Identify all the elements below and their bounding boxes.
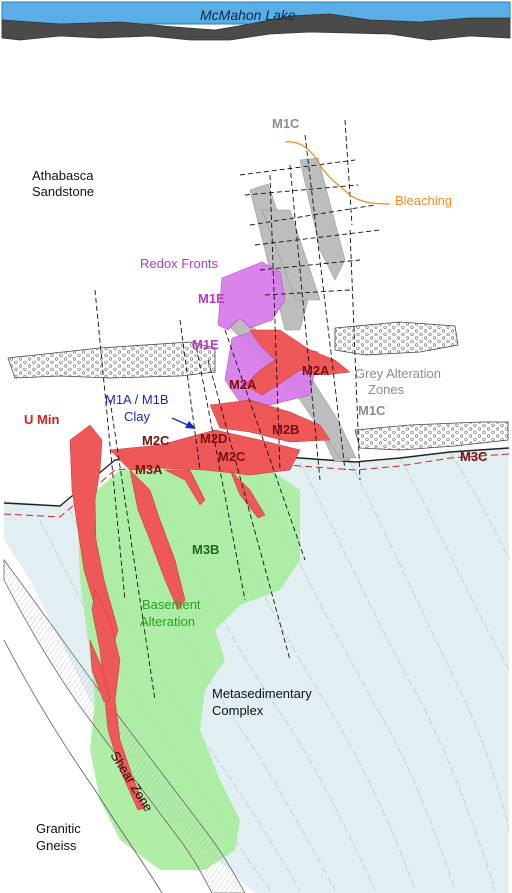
bleaching-front	[284, 141, 391, 205]
clay-arrow	[171, 417, 196, 429]
bleaching-label: Bleaching	[395, 193, 452, 208]
m2c-right-label: M2C	[218, 449, 246, 464]
conglomerate-lens-bottom-right	[354, 421, 509, 451]
m1a-m1b-label: M1A / M1B	[105, 392, 169, 407]
m2a-right-label: M2A	[302, 363, 330, 378]
m1c-top-label: M1C	[272, 116, 300, 131]
grey-alteration-label-line1: Grey Alteration	[355, 366, 441, 381]
granitic-gneiss-label-line2: Gneiss	[36, 838, 77, 853]
m2b-label: M2B	[272, 422, 299, 437]
m3b-label: M3B	[192, 542, 219, 557]
m1e-lower-label: M1E	[192, 337, 219, 352]
grey-alteration-label-line2: Zones	[368, 382, 405, 397]
m3c-label: M3C	[460, 449, 488, 464]
metasedimentary-label-line1: Metasedimentary	[212, 686, 312, 701]
clay-label: Clay	[124, 409, 151, 424]
u-min-label: U Min	[24, 412, 59, 427]
redox-fronts-label: Redox Fronts	[140, 256, 219, 271]
athabasca-label-line2: Sandstone	[32, 184, 94, 199]
metasedimentary-label-line2: Complex	[212, 703, 264, 718]
conglomerate-lens-left	[7, 341, 216, 379]
m2d-label: M2D	[200, 431, 227, 446]
m1c-lower-label: M1C	[358, 403, 386, 418]
mcmahon-lake	[1, 1, 511, 41]
m2a-left-label: M2A	[229, 377, 257, 392]
granitic-gneiss-label-line1: Granitic	[36, 821, 81, 836]
m1e-upper-label: M1E	[198, 291, 225, 306]
lake-label: McMahon Lake	[200, 7, 296, 23]
granitic-gneiss-boundary	[3, 639, 163, 893]
fault-lines	[94, 119, 381, 701]
m2c-left-label: M2C	[142, 433, 170, 448]
conglomerate-lens-right	[334, 321, 459, 356]
athabasca-label-line1: Athabasca	[32, 168, 94, 183]
m3a-label: M3A	[135, 462, 163, 477]
basement-alteration-label-line2: Alteration	[140, 614, 195, 629]
uranium-mineralization	[69, 329, 351, 811]
lake-bed	[1, 13, 511, 41]
basement-alteration-label-line1: Basement	[142, 597, 201, 612]
